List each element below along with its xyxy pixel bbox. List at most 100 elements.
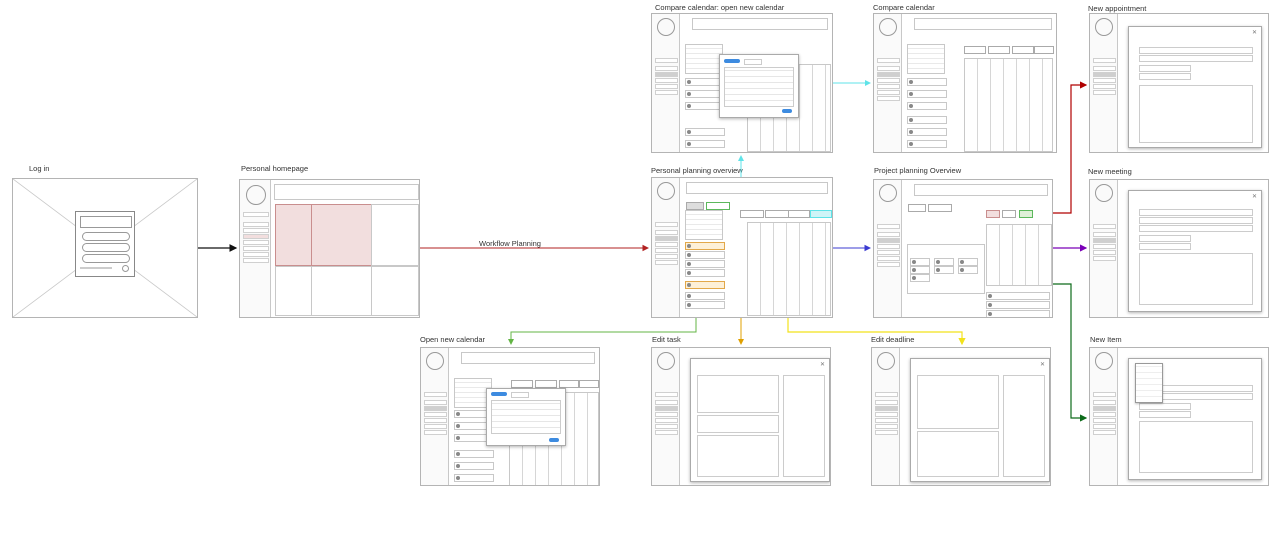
title-field[interactable] — [1139, 209, 1253, 216]
sidebar-item[interactable] — [655, 58, 678, 63]
tab[interactable] — [579, 380, 599, 388]
task-checklist[interactable] — [697, 415, 779, 433]
sidebar-item[interactable] — [243, 222, 269, 227]
task-item[interactable] — [685, 301, 725, 309]
new-appointment-button[interactable] — [986, 210, 1000, 218]
sidebar-item-active[interactable] — [877, 238, 900, 243]
end-date-field[interactable] — [1139, 411, 1191, 418]
filter-chip-active[interactable] — [706, 202, 730, 210]
task-item[interactable] — [907, 102, 947, 110]
avatar[interactable] — [879, 184, 897, 202]
sidebar-item[interactable] — [1093, 430, 1116, 435]
sidebar-item[interactable] — [877, 66, 900, 71]
description-field[interactable] — [1139, 85, 1253, 143]
close-icon[interactable]: ✕ — [1251, 30, 1257, 36]
compare-grid[interactable] — [964, 58, 1053, 152]
avatar[interactable] — [657, 182, 675, 200]
sidebar-item[interactable] — [877, 96, 900, 101]
deadline-item[interactable] — [986, 310, 1050, 317]
calendar-list[interactable] — [491, 400, 561, 434]
avatar[interactable] — [1095, 18, 1113, 36]
sidebar-item[interactable] — [877, 232, 900, 237]
sidebar-item[interactable] — [655, 400, 678, 405]
task-item[interactable] — [454, 474, 494, 482]
task-item[interactable] — [907, 128, 947, 136]
sidebar-item[interactable] — [243, 212, 269, 217]
sidebar-item-active[interactable] — [655, 72, 678, 77]
filter-chip[interactable] — [908, 204, 926, 212]
sidebar-item-active[interactable] — [1093, 72, 1116, 77]
sidebar-item[interactable] — [655, 66, 678, 71]
sidebar-item[interactable] — [424, 418, 447, 423]
sidebar-item[interactable] — [655, 84, 678, 89]
mini-calendar[interactable] — [454, 378, 492, 408]
sidebar-item[interactable] — [877, 224, 900, 229]
sidebar-item[interactable] — [655, 248, 678, 253]
sidebar-item[interactable] — [1093, 78, 1116, 83]
avatar[interactable] — [657, 352, 675, 370]
end-date-field[interactable] — [1139, 243, 1191, 250]
avatar[interactable] — [1095, 352, 1113, 370]
sidebar-item[interactable] — [1093, 84, 1116, 89]
close-icon[interactable]: ✕ — [1251, 194, 1257, 200]
task-item[interactable] — [685, 128, 725, 136]
title-field[interactable] — [1139, 47, 1253, 54]
avatar[interactable] — [657, 18, 675, 36]
sidebar-item[interactable] — [1093, 256, 1116, 261]
filter-chip[interactable] — [928, 204, 952, 212]
task-item[interactable] — [685, 242, 725, 250]
sidebar-item[interactable] — [877, 256, 900, 261]
tab[interactable] — [535, 380, 557, 388]
sidebar-item[interactable] — [1093, 66, 1116, 71]
sidebar-item[interactable] — [877, 262, 900, 267]
member-item[interactable] — [934, 258, 954, 266]
task-item[interactable] — [685, 251, 725, 259]
new-meeting-button[interactable] — [1002, 210, 1016, 218]
member-item[interactable] — [910, 258, 930, 266]
sidebar-item-active[interactable] — [424, 406, 447, 411]
sidebar-item[interactable] — [655, 392, 678, 397]
sidebar-item[interactable] — [875, 400, 898, 405]
tab-compare[interactable] — [810, 210, 832, 218]
task-notes[interactable] — [697, 435, 779, 477]
sidebar-item[interactable] — [655, 222, 678, 227]
tab[interactable] — [964, 46, 986, 54]
end-date-field[interactable] — [1139, 73, 1191, 80]
avatar[interactable] — [1095, 184, 1113, 202]
sidebar-item[interactable] — [1093, 392, 1116, 397]
sidebar-item[interactable] — [1093, 400, 1116, 405]
sidebar-item[interactable] — [424, 392, 447, 397]
sidebar-item[interactable] — [1093, 58, 1116, 63]
calendar-list[interactable] — [724, 67, 794, 107]
sidebar-item[interactable] — [1093, 244, 1116, 249]
sidebar-item[interactable] — [875, 418, 898, 423]
description-field[interactable] — [1139, 253, 1253, 305]
tab[interactable] — [788, 210, 810, 218]
widget-right[interactable] — [371, 204, 419, 266]
tab[interactable] — [740, 210, 764, 218]
sidebar-item-active[interactable] — [655, 236, 678, 241]
tab[interactable] — [559, 380, 579, 388]
close-icon[interactable]: ✕ — [819, 362, 825, 368]
task-item[interactable] — [907, 116, 947, 124]
task-item[interactable] — [454, 462, 494, 470]
member-item[interactable] — [910, 274, 930, 282]
sidebar-item[interactable] — [655, 90, 678, 95]
username-field[interactable] — [82, 232, 130, 241]
sidebar-item[interactable] — [1093, 232, 1116, 237]
sidebar-item[interactable] — [1093, 224, 1116, 229]
sidebar-item[interactable] — [1093, 90, 1116, 95]
sidebar-item-active[interactable] — [877, 72, 900, 77]
sidebar-item[interactable] — [1093, 418, 1116, 423]
help-icon[interactable] — [122, 265, 129, 272]
avatar[interactable] — [879, 18, 897, 36]
task-item[interactable] — [907, 90, 947, 98]
mini-calendar[interactable] — [685, 210, 723, 240]
login-button[interactable] — [82, 254, 130, 263]
sidebar-item[interactable] — [877, 78, 900, 83]
projects-tab[interactable] — [511, 392, 529, 398]
start-date-field[interactable] — [1139, 403, 1191, 410]
sidebar-item[interactable] — [243, 246, 269, 251]
attendees-field[interactable] — [1139, 217, 1253, 224]
tab[interactable] — [1034, 46, 1054, 54]
